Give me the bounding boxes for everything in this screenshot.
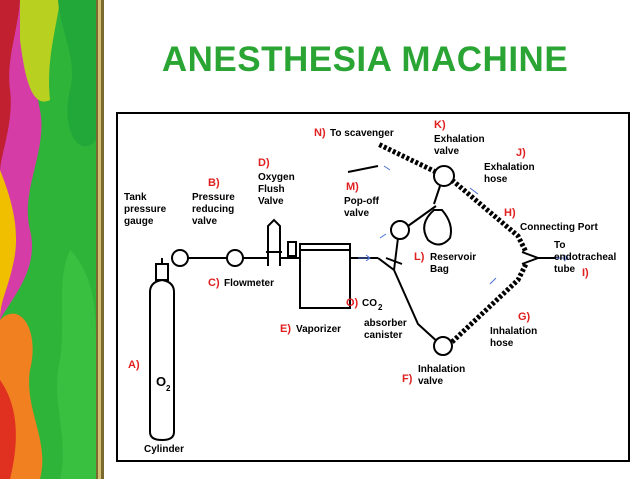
svg-text:valve: valve — [418, 376, 443, 387]
svg-text:2: 2 — [166, 384, 171, 393]
label-inhalation-hose: G) Inhalation hose — [490, 311, 537, 349]
svg-text:J): J) — [516, 147, 526, 159]
tank-pressure-gauge-icon — [171, 249, 189, 267]
label-flowmeter: C) Flowmeter — [208, 277, 274, 289]
svg-text:hose: hose — [490, 338, 514, 349]
svg-text:A): A) — [128, 359, 140, 371]
connecting-port — [521, 251, 541, 265]
svg-text:Oxygen: Oxygen — [258, 172, 295, 183]
svg-text:E): E) — [280, 323, 291, 335]
label-vaporizer: E) Vaporizer — [280, 323, 341, 335]
label-connecting-port: H) Connecting Port — [504, 207, 598, 233]
svg-text:gauge: gauge — [124, 216, 154, 227]
exhalation-valve-icon — [433, 165, 455, 187]
svg-text:2: 2 — [378, 303, 383, 312]
svg-text:Vaporizer: Vaporizer — [296, 324, 341, 335]
svg-text:B): B) — [208, 177, 220, 189]
svg-text:N): N) — [314, 127, 326, 139]
flowmeter-icon — [267, 218, 281, 266]
svg-text:D): D) — [258, 157, 270, 169]
svg-text:valve: valve — [192, 216, 217, 227]
svg-text:Cylinder: Cylinder — [144, 444, 184, 455]
label-scavenger: N) To scavenger — [314, 127, 394, 139]
svg-text:Reservoir: Reservoir — [430, 252, 476, 263]
svg-text:Valve: Valve — [258, 196, 284, 207]
label-pressure-valve: B) Pressure reducing valve — [192, 177, 235, 227]
exhalation-hose — [450, 178, 529, 254]
inhalation-valve-icon — [433, 336, 453, 356]
reservoir-bag-icon — [423, 209, 452, 246]
label-popoff-valve: M) Pop-off valve — [344, 181, 380, 219]
svg-text:Tank: Tank — [124, 192, 147, 203]
svg-text:Pressure: Pressure — [192, 192, 235, 203]
label-reservoir-bag: L) Reservoir Bag — [414, 251, 476, 275]
svg-text:O: O — [156, 374, 166, 389]
label-co2-absorber: O) CO 2 absorber canister — [346, 297, 407, 341]
svg-text:valve: valve — [344, 208, 369, 219]
svg-text:Inhalation: Inhalation — [418, 364, 465, 375]
svg-text:CO: CO — [362, 298, 377, 309]
svg-text:Flush: Flush — [258, 184, 285, 195]
svg-text:M): M) — [346, 181, 359, 193]
anesthesia-diagram: A) O 2 Cylinder Tank pressure gauge B) P… — [116, 112, 630, 462]
label-exhalation-valve: K) Exhalation valve — [434, 119, 485, 157]
svg-text:valve: valve — [434, 146, 459, 157]
page-title: ANESTHESIA MACHINE — [161, 40, 569, 79]
svg-text:Bag: Bag — [430, 264, 449, 275]
label-tank-gauge: Tank pressure gauge — [124, 192, 167, 227]
svg-text:To: To — [554, 240, 565, 251]
svg-text:Flowmeter: Flowmeter — [224, 278, 274, 289]
svg-text:Connecting Port: Connecting Port — [520, 222, 598, 233]
svg-text:Inhalation: Inhalation — [490, 326, 537, 337]
label-endotracheal: To endotracheal tube I) — [554, 240, 616, 279]
svg-text:Pop-off: Pop-off — [344, 196, 380, 207]
svg-text:pressure: pressure — [124, 204, 167, 215]
svg-text:L): L) — [414, 251, 425, 263]
svg-text:I): I) — [582, 267, 589, 279]
svg-text:To scavenger: To scavenger — [330, 128, 394, 139]
svg-text:tube: tube — [554, 264, 576, 275]
pressure-reducing-valve-icon — [226, 249, 244, 267]
svg-text:G): G) — [518, 311, 531, 323]
inhalation-hose — [450, 262, 529, 344]
label-flush-valve: D) Oxygen Flush Valve — [258, 157, 295, 207]
svg-text:Exhalation: Exhalation — [434, 134, 485, 145]
label-exhalation-hose: J) Exhalation hose — [484, 147, 535, 185]
scavenger-hose — [376, 141, 438, 175]
svg-text:reducing: reducing — [192, 204, 234, 215]
decorative-side-panel — [0, 0, 104, 479]
svg-text:C): C) — [208, 277, 220, 289]
svg-text:O): O) — [346, 297, 359, 309]
svg-text:F): F) — [402, 373, 413, 385]
svg-text:endotracheal: endotracheal — [554, 252, 616, 263]
oxygen-cylinder — [149, 278, 175, 442]
svg-text:absorber: absorber — [364, 318, 407, 329]
pop-off-valve-icon — [390, 220, 410, 240]
svg-text:K): K) — [434, 119, 446, 131]
label-tank: A) O 2 Cylinder — [128, 359, 184, 455]
vaporizer-box — [299, 243, 351, 309]
svg-text:H): H) — [504, 207, 516, 219]
label-inhalation-valve: F) Inhalation valve — [402, 364, 465, 387]
svg-text:canister: canister — [364, 330, 402, 341]
svg-text:hose: hose — [484, 174, 508, 185]
svg-text:Exhalation: Exhalation — [484, 162, 535, 173]
